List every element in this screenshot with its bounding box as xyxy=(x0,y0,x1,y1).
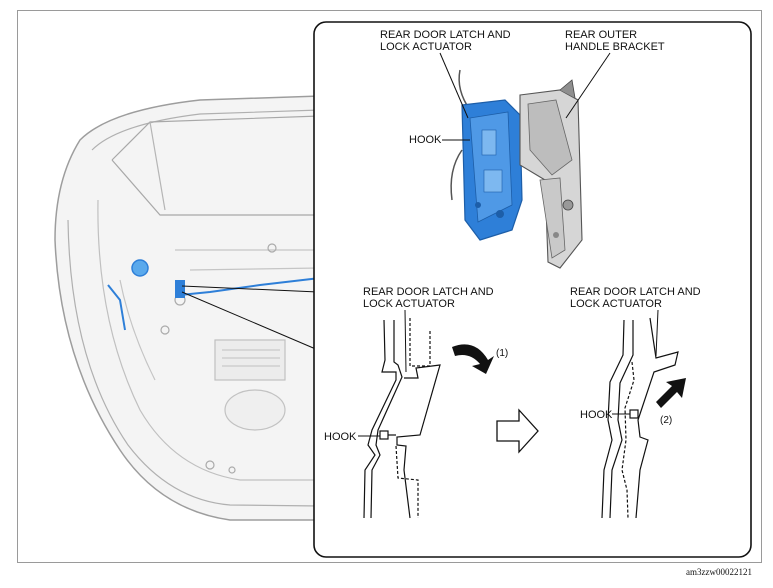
rotate-arrow-icon xyxy=(452,344,494,374)
section-view-before xyxy=(363,318,441,519)
left-hook-label: HOOK xyxy=(324,431,357,443)
top-hook-label: HOOK xyxy=(409,134,442,146)
right-actuator-label: REAR DOOR LATCH AND LOCK ACTUATOR xyxy=(570,286,701,310)
step-2-label: (2) xyxy=(660,415,673,426)
zoom-leader-lines xyxy=(181,285,319,351)
reference-code: am3zzw00022121 xyxy=(686,567,752,577)
right-hook-label: HOOK xyxy=(580,409,613,421)
top-actuator-label: REAR DOOR LATCH AND LOCK ACTUATOR xyxy=(380,29,511,53)
latch-actuator-illustration xyxy=(450,69,583,269)
right-hook-leader xyxy=(612,309,659,415)
section-view-after xyxy=(601,317,679,519)
top-bracket-label: REAR OUTER HANDLE BRACKET xyxy=(565,29,665,53)
top-leader-lines xyxy=(439,52,611,141)
left-actuator-label: REAR DOOR LATCH AND LOCK ACTUATOR xyxy=(363,286,494,310)
next-step-arrow-icon xyxy=(496,408,539,454)
rear-door-panel xyxy=(54,95,321,521)
left-hook-leader xyxy=(358,309,407,437)
step-1-label: (1) xyxy=(496,348,509,359)
push-arrow-icon xyxy=(656,378,686,408)
